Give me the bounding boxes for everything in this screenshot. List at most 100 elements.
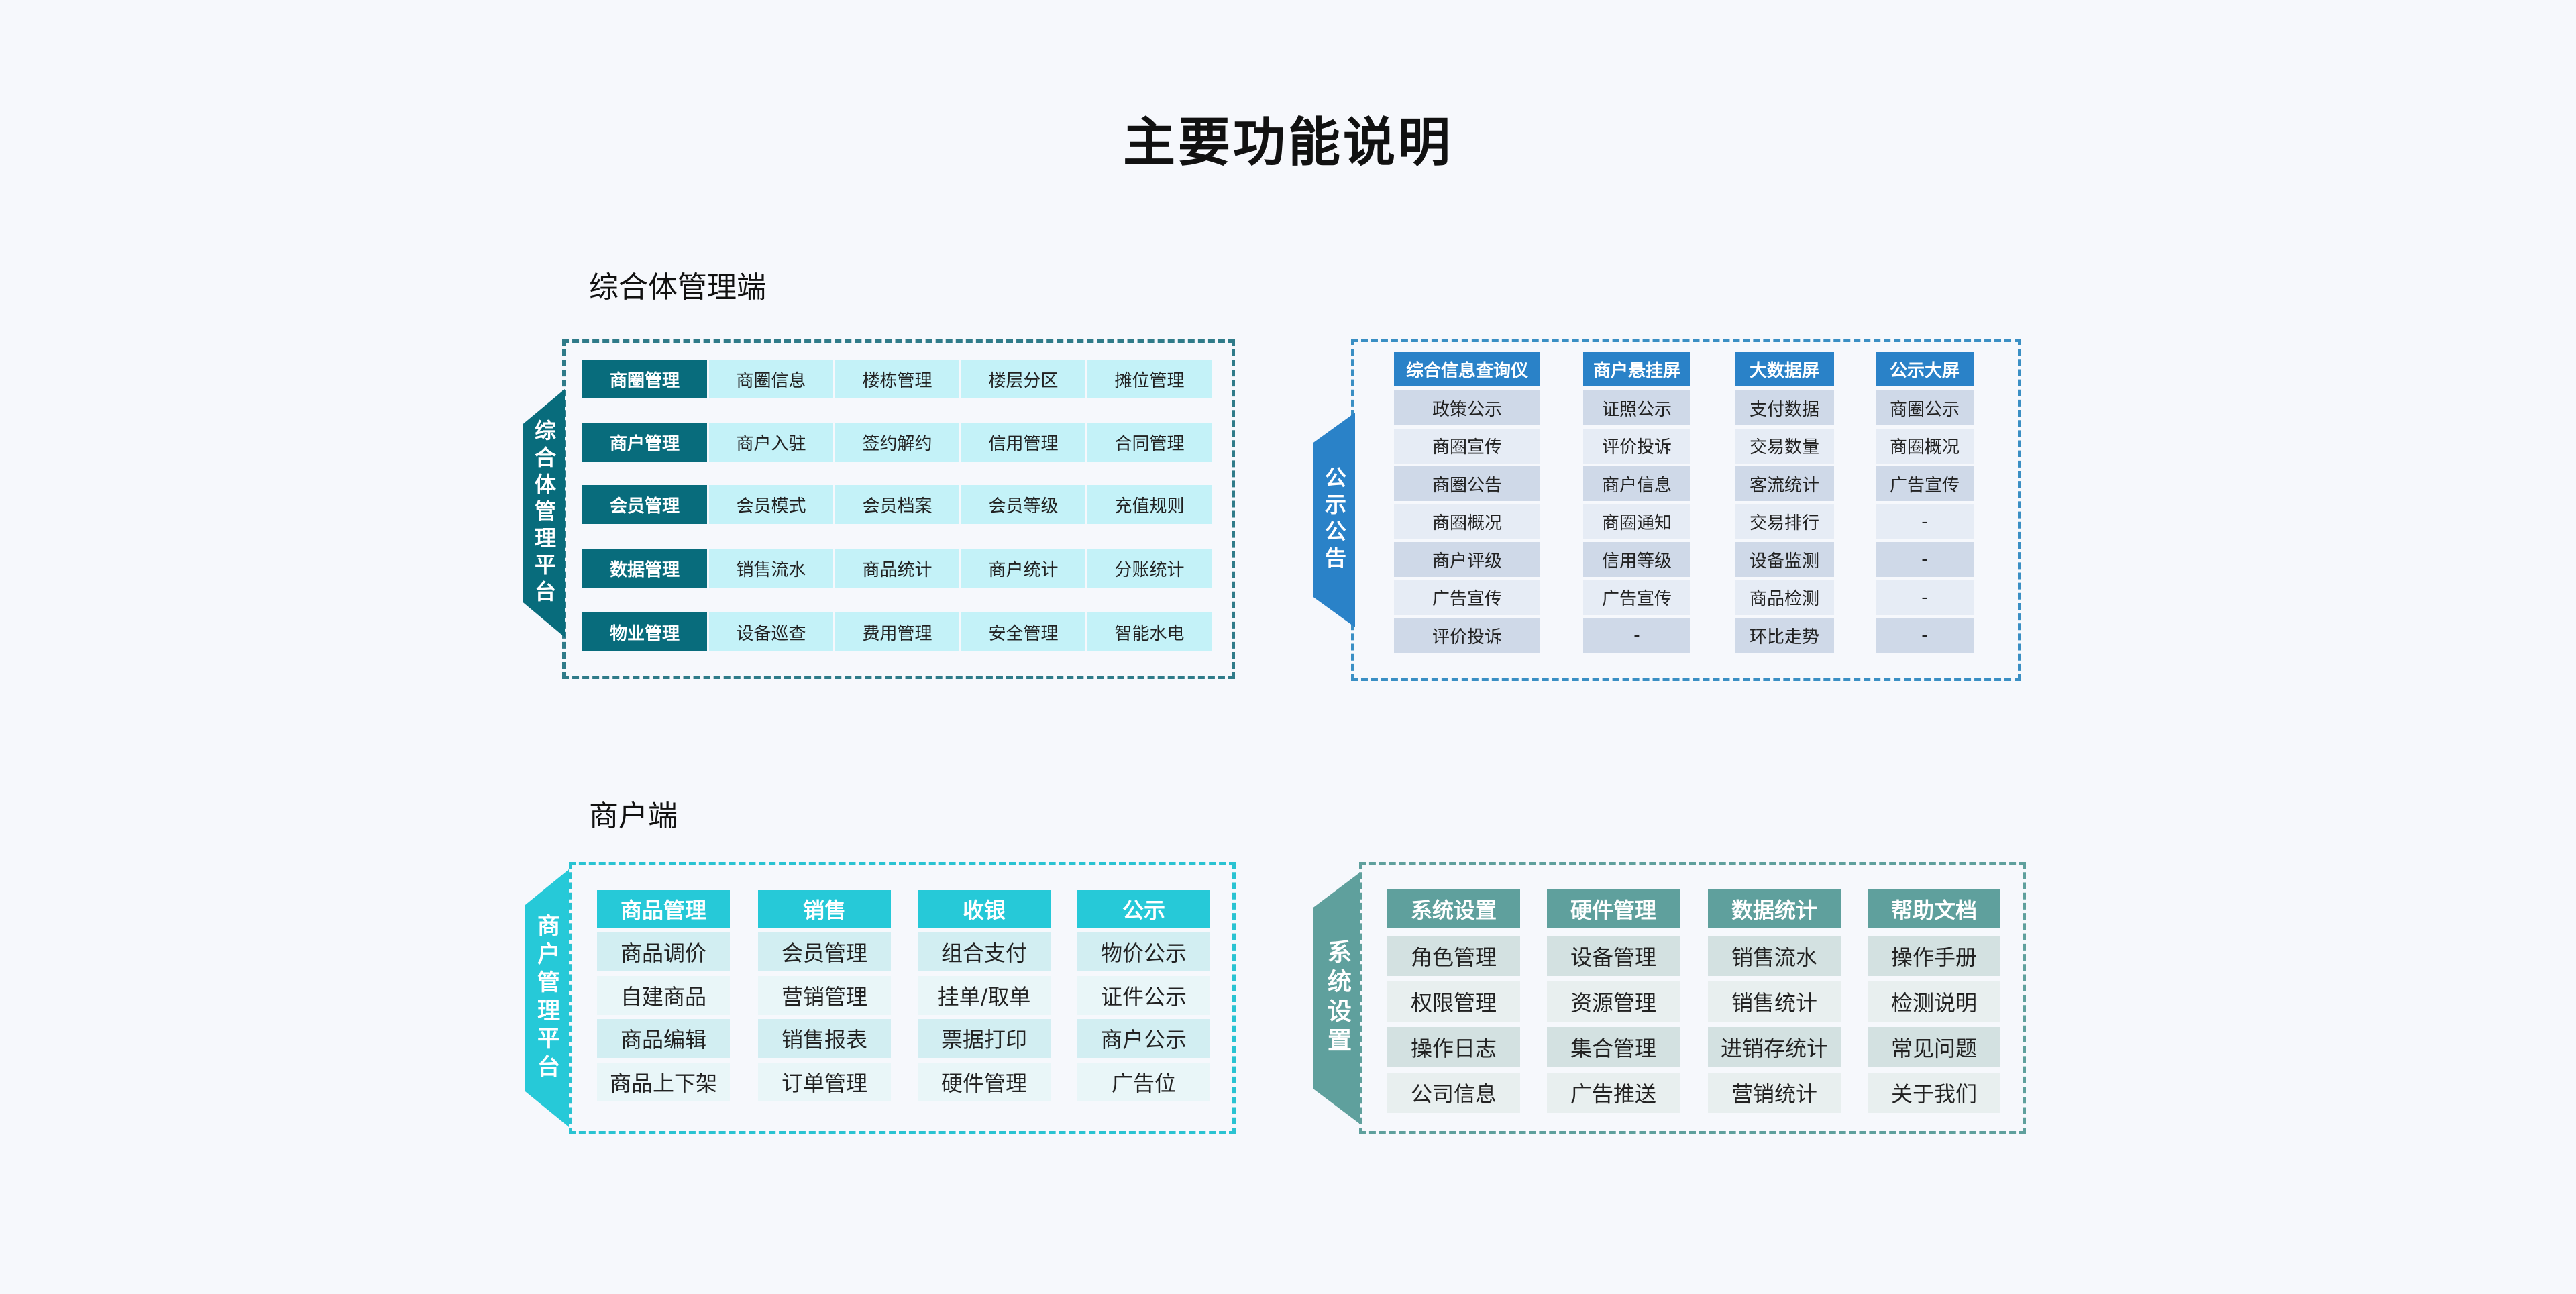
grid-cell: 安全管理 (961, 612, 1085, 651)
grid-cell: 销售流水 (709, 549, 833, 588)
column-cell: 公司信息 (1387, 1073, 1520, 1113)
column-cell: 营销管理 (758, 975, 891, 1015)
column-header: 大数据屏 (1735, 352, 1834, 386)
grid-cell: 商户入驻 (709, 423, 833, 462)
column-cell: 操作日志 (1387, 1027, 1520, 1067)
column-cell: 设备监测 (1735, 542, 1834, 577)
grid-cell: 商品统计 (835, 549, 959, 588)
column-cell: - (1876, 542, 1974, 577)
column-cell: 广告宣传 (1876, 466, 1974, 501)
grid-cell: 设备巡查 (709, 612, 833, 651)
grid-cell: 信用管理 (961, 423, 1085, 462)
row-header: 物业管理 (582, 612, 707, 651)
column-cell: 票据打印 (918, 1019, 1051, 1058)
column-cell: - (1876, 504, 1974, 539)
column-cell: 物价公示 (1077, 932, 1210, 971)
column-cell: 商圈概况 (1394, 504, 1540, 539)
column-cell: 商品检测 (1735, 580, 1834, 615)
merchant-management-tab: 商户管理平台 (525, 869, 569, 1127)
column-cell: 客流统计 (1735, 466, 1834, 501)
column-header: 公示大屏 (1876, 352, 1974, 386)
column-cell: - (1876, 580, 1974, 615)
column-cell: 政策公示 (1394, 390, 1540, 425)
column-cell: 商品调价 (597, 932, 730, 971)
grid-cell: 智能水电 (1087, 612, 1212, 651)
column-header: 硬件管理 (1547, 889, 1680, 928)
grid-cell: 楼栋管理 (835, 360, 959, 398)
complex-management-tab: 综合体管理平台 (523, 389, 565, 637)
column-cell: 广告宣传 (1394, 580, 1540, 615)
system-settings-tab: 系统设置 (1313, 872, 1360, 1124)
column-cell: 权限管理 (1387, 981, 1520, 1022)
column-header: 商户悬挂屏 (1583, 352, 1690, 386)
column-cell: 交易排行 (1735, 504, 1834, 539)
row-header: 商户管理 (582, 423, 707, 462)
column-cell: 商品编辑 (597, 1019, 730, 1058)
column-cell: 广告推送 (1547, 1073, 1680, 1113)
column-header: 公示 (1077, 890, 1210, 928)
column-cell: 商圈概况 (1876, 428, 1974, 464)
column-cell: 评价投诉 (1583, 428, 1690, 464)
column-header: 商品管理 (597, 890, 730, 928)
grid-cell: 楼层分区 (961, 360, 1085, 398)
column-cell: 评价投诉 (1394, 618, 1540, 653)
column-cell: 商圈通知 (1583, 504, 1690, 539)
column-header: 销售 (758, 890, 891, 928)
column-header: 综合信息查询仪 (1394, 352, 1540, 386)
column-cell: 环比走势 (1735, 618, 1834, 653)
column-cell: 信用等级 (1583, 542, 1690, 577)
column-header: 系统设置 (1387, 889, 1520, 928)
column-cell: - (1876, 618, 1974, 653)
column-cell: 证照公示 (1583, 390, 1690, 425)
column-cell: 会员管理 (758, 932, 891, 971)
column-cell: 挂单/取单 (918, 975, 1051, 1015)
column-cell: 资源管理 (1547, 981, 1680, 1022)
column-cell: 商户公示 (1077, 1019, 1210, 1058)
column-cell: 营销统计 (1708, 1073, 1841, 1113)
merchant-management-panel (569, 862, 1236, 1134)
column-cell: 商品上下架 (597, 1062, 730, 1101)
column-cell: 订单管理 (758, 1062, 891, 1101)
row-header: 商圈管理 (582, 360, 707, 398)
grid-cell: 摊位管理 (1087, 360, 1212, 398)
column-cell: 广告宣传 (1583, 580, 1690, 615)
column-header: 收银 (918, 890, 1051, 928)
column-cell: 商户信息 (1583, 466, 1690, 501)
grid-cell: 商户统计 (961, 549, 1085, 588)
column-header: 帮助文档 (1868, 889, 2000, 928)
column-cell: 支付数据 (1735, 390, 1834, 425)
column-cell: 证件公示 (1077, 975, 1210, 1015)
column-cell: - (1583, 618, 1690, 653)
grid-cell: 分账统计 (1087, 549, 1212, 588)
grid-cell: 会员等级 (961, 485, 1085, 524)
column-cell: 设备管理 (1547, 936, 1680, 976)
column-cell: 商圈宣传 (1394, 428, 1540, 464)
section-label-complex: 综合体管理端 (589, 270, 766, 305)
column-cell: 交易数量 (1735, 428, 1834, 464)
column-header: 数据统计 (1708, 889, 1841, 928)
column-cell: 关于我们 (1868, 1073, 2000, 1113)
page-title: 主要功能说明 (1122, 113, 1453, 173)
column-cell: 商圈公告 (1394, 466, 1540, 501)
column-cell: 商圈公示 (1876, 390, 1974, 425)
row-header: 会员管理 (582, 485, 707, 524)
system-settings-panel (1359, 862, 2026, 1134)
column-cell: 检测说明 (1868, 981, 2000, 1022)
column-cell: 硬件管理 (918, 1062, 1051, 1101)
column-cell: 集合管理 (1547, 1027, 1680, 1067)
section-label-merchant: 商户端 (589, 799, 678, 833)
column-cell: 角色管理 (1387, 936, 1520, 976)
column-cell: 销售报表 (758, 1019, 891, 1058)
column-cell: 进销存统计 (1708, 1027, 1841, 1067)
column-cell: 广告位 (1077, 1062, 1210, 1101)
column-cell: 常见问题 (1868, 1027, 2000, 1067)
column-cell: 销售统计 (1708, 981, 1841, 1022)
column-cell: 销售流水 (1708, 936, 1841, 976)
grid-cell: 签约解约 (835, 423, 959, 462)
column-cell: 商户评级 (1394, 542, 1540, 577)
announcement-tab: 公示公告 (1313, 413, 1355, 627)
grid-cell: 合同管理 (1087, 423, 1212, 462)
grid-cell: 会员档案 (835, 485, 959, 524)
column-cell: 操作手册 (1868, 936, 2000, 976)
grid-cell: 商圈信息 (709, 360, 833, 398)
